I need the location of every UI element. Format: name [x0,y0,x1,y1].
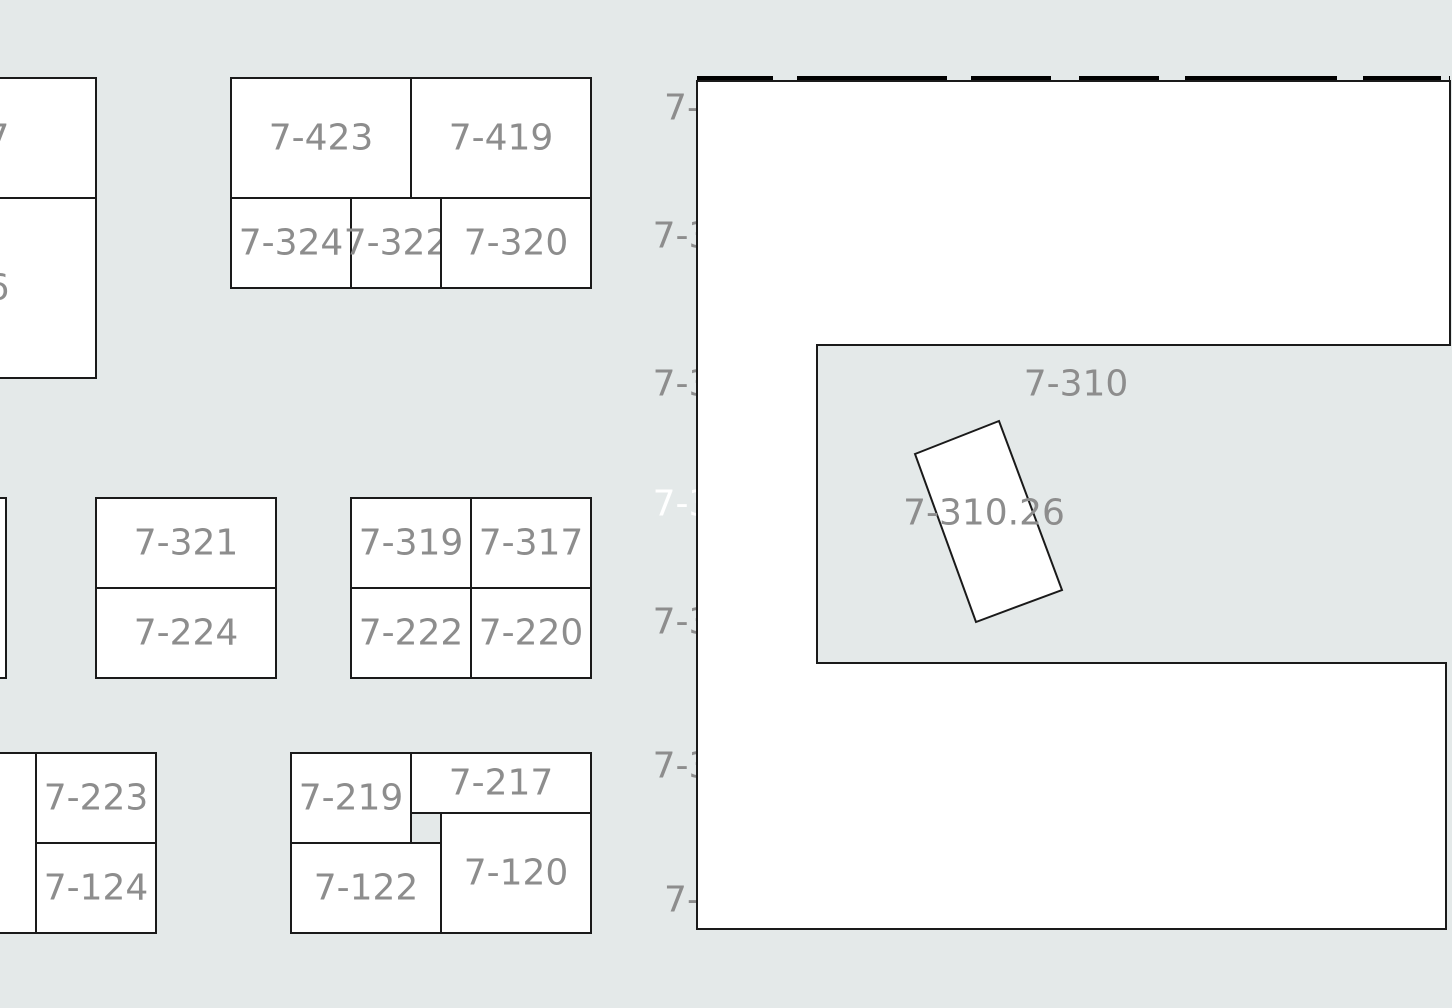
room-7-220[interactable]: 7-220 [470,587,592,679]
room-partial-mid-left[interactable]: 6 [0,197,97,379]
room-label: 7-321 [134,523,239,564]
room-7-324[interactable]: 7-324 [230,197,352,289]
room-7-122[interactable]: 7-122 [290,842,442,934]
room-label: 7-317 [479,523,584,564]
room-7-310-26[interactable]: 7-310.26 [903,419,1065,624]
room-7-224[interactable]: 7-224 [95,587,277,679]
corridor-label: 7- [664,880,700,921]
room-label: 7-222 [359,613,464,654]
room-label: 6 [0,268,9,309]
room-label: 7-223 [44,778,149,819]
room-partial-left-middle[interactable] [0,497,7,679]
room-7-217[interactable]: 7-217 [410,752,592,814]
room-label: 7-224 [134,613,239,654]
room-label: 7-319 [359,523,464,564]
room-7-310[interactable]: 7-310 [696,76,1451,930]
room-7-322[interactable]: 7-322 [344,197,449,289]
room-7-223[interactable]: 7-223 [35,752,157,844]
room-label: 7-419 [449,118,554,159]
room-7-320[interactable]: 7-320 [440,197,592,289]
room-partial-bottom-left[interactable] [0,752,37,934]
room-7-419[interactable]: 7-419 [410,77,592,199]
room-label: 7-310 [1024,364,1129,405]
room-7-219[interactable]: 7-219 [290,752,412,844]
room-label: 7-120 [464,853,569,894]
room-label: 7-122 [314,868,419,909]
room-label: 7 [0,118,9,159]
corridor-label: 7- [664,88,700,129]
room-7-317[interactable]: 7-317 [470,497,592,589]
room-label: 7-324 [239,223,344,264]
room-7-120[interactable]: 7-120 [440,812,592,934]
room-label: 7-322 [344,223,449,264]
room-label: 7-219 [299,778,404,819]
room-7-321[interactable]: 7-321 [95,497,277,589]
room-label: 7-423 [269,118,374,159]
room-label: 7-320 [464,223,569,264]
room-7-222[interactable]: 7-222 [350,587,472,679]
room-7-423[interactable]: 7-423 [230,77,412,199]
room-7-319[interactable]: 7-319 [350,497,472,589]
room-label: 7-217 [449,763,554,804]
room-7-124[interactable]: 7-124 [35,842,157,934]
room-label: 7-124 [44,868,149,909]
room-label: 7-310.26 [903,493,1065,534]
room-partial-top-left[interactable]: 7 [0,77,97,199]
room-label: 7-220 [479,613,584,654]
